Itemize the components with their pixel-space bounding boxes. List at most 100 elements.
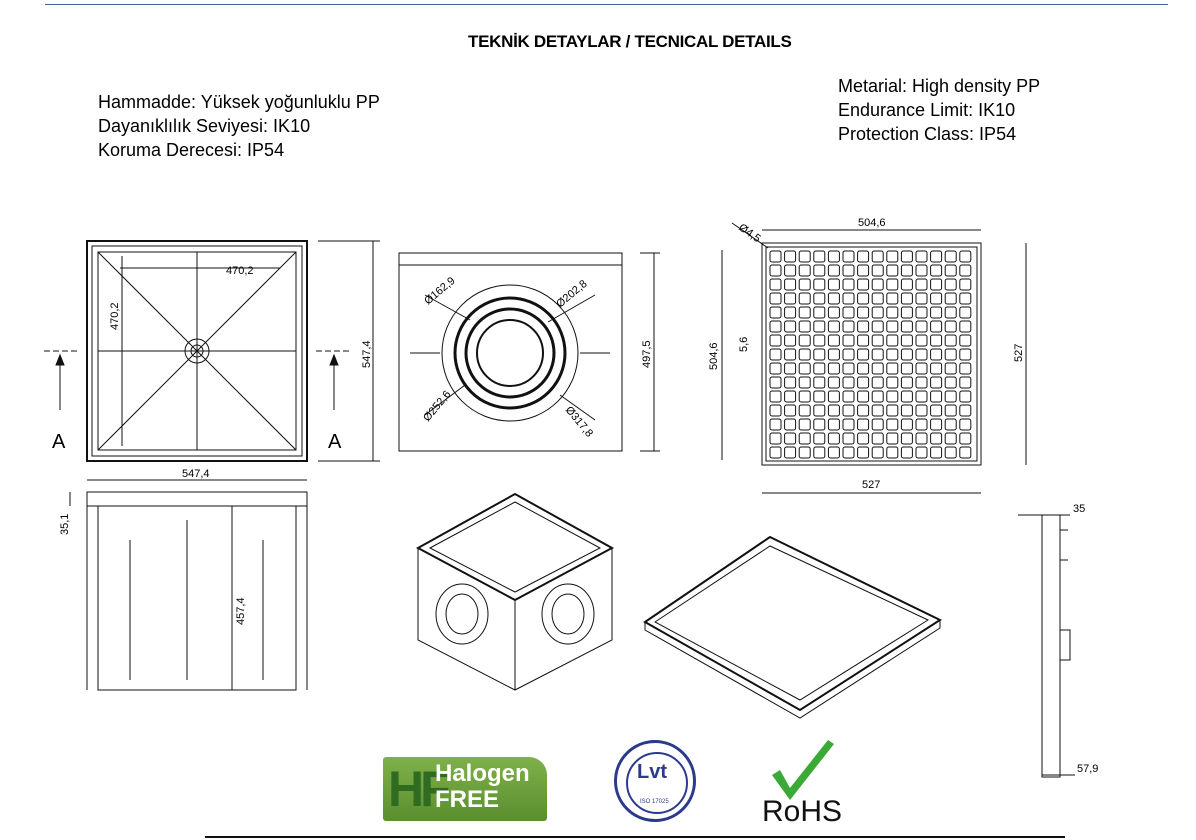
dim-slot: 5,6 xyxy=(738,337,750,352)
dim-outer-width: 547,4 xyxy=(182,468,210,480)
lid-grid-cell xyxy=(857,390,870,403)
lid-grid-cell xyxy=(769,306,782,319)
page-title: TEKNİK DETAYLAR / TECNICAL DETAILS xyxy=(468,32,792,51)
lid-grid-cell xyxy=(784,306,797,319)
lid-grid-cell xyxy=(900,334,913,347)
lid-grid-cell xyxy=(886,250,899,263)
lid-grid-cell xyxy=(944,264,957,277)
lid-grid-cell xyxy=(915,418,928,431)
lid-grid-cell xyxy=(813,250,826,263)
lid-grid-cell xyxy=(827,250,840,263)
lid-grid-cell xyxy=(944,432,957,445)
lid-grid-cell xyxy=(827,348,840,361)
lid-grid-cell xyxy=(813,390,826,403)
lid-grid-cell xyxy=(827,418,840,431)
lid-grid-cell xyxy=(886,404,899,417)
rohs-label: RoHS xyxy=(762,795,843,828)
lid-grid-cell xyxy=(827,376,840,389)
halogen-label: Halogen xyxy=(435,760,530,787)
lid-grid-cell xyxy=(813,446,826,459)
lid-grid-cell xyxy=(798,446,811,459)
lid-grid-cell xyxy=(784,418,797,431)
lvt-mark: Lvt xyxy=(637,761,667,783)
lid-grid-cell xyxy=(959,376,972,389)
lid-grid-cell xyxy=(784,390,797,403)
isometric-lid-drawing xyxy=(643,535,943,719)
lid-grid-cell xyxy=(827,432,840,445)
lid-grid-cell xyxy=(944,292,957,305)
lid-grid-cell xyxy=(827,278,840,291)
lid-grid-cell xyxy=(915,362,928,375)
lid-grid-cell xyxy=(798,306,811,319)
lid-grid-cell xyxy=(915,292,928,305)
lid-grid-cell xyxy=(959,264,972,277)
lid-grid-cell xyxy=(798,250,811,263)
spec-protection-en: Protection Class: IP54 xyxy=(838,124,1017,144)
lid-grid-cell xyxy=(813,278,826,291)
lid-grid-cell xyxy=(959,334,972,347)
lid-grid-cell xyxy=(886,418,899,431)
lid-grid-cell xyxy=(827,404,840,417)
dim-inner-width: 470,2 xyxy=(226,265,254,277)
lid-grid-cell xyxy=(886,320,899,333)
lid-grid-cell xyxy=(959,446,972,459)
lid-grid-cell xyxy=(769,432,782,445)
lid-grid-cell xyxy=(827,362,840,375)
lid-grid-cell xyxy=(842,446,855,459)
dim-lid-top-width: 504,6 xyxy=(858,217,886,229)
lid-grid-cell xyxy=(871,446,884,459)
lid-grid-cell xyxy=(813,306,826,319)
lid-grid-cell xyxy=(871,404,884,417)
lid-grid-cell xyxy=(915,376,928,389)
lid-grid-cell xyxy=(871,292,884,305)
dim-diameter-317: Ø317,8 xyxy=(563,404,595,439)
lid-grid-cell xyxy=(959,362,972,375)
lid-grid-cell xyxy=(900,418,913,431)
lid-grid-cell xyxy=(813,404,826,417)
lid-grid-cell xyxy=(871,362,884,375)
lid-grid-cell xyxy=(813,362,826,375)
lid-grid-cell xyxy=(886,278,899,291)
dim-outer-height: 547,4 xyxy=(361,340,373,368)
lid-grid-cell xyxy=(900,348,913,361)
lid-grid-cell xyxy=(886,348,899,361)
lid-grid-cell xyxy=(930,418,943,431)
lid-grid-cell xyxy=(959,250,972,263)
lid-grid-cell xyxy=(871,390,884,403)
spec-material-en: Metarial: High density PP xyxy=(838,76,1041,96)
lid-grid-cell xyxy=(857,292,870,305)
lid-grid-cell xyxy=(769,320,782,333)
lid-grid-cell xyxy=(930,390,943,403)
dim-lid-right-height: 527 xyxy=(1013,344,1025,362)
lid-grid-cell xyxy=(769,292,782,305)
lid-grid-cell xyxy=(769,362,782,375)
lid-grid-cell xyxy=(915,432,928,445)
lid-grid-cell xyxy=(827,320,840,333)
spec-endurance-tr: Dayanıklılık Seviyesi: IK10 xyxy=(98,116,311,136)
lid-grid-cell xyxy=(842,362,855,375)
lid-grid-cell xyxy=(857,264,870,277)
lid-grid-cell xyxy=(944,390,957,403)
lid-grid-cell xyxy=(915,334,928,347)
lid-grid-cell xyxy=(959,292,972,305)
lid-grid-cell xyxy=(930,250,943,263)
dim-front-height: 497,5 xyxy=(641,340,653,368)
lid-grid-cell xyxy=(769,278,782,291)
lid-grid-cell xyxy=(930,334,943,347)
dim-profile-bottom: 57,9 xyxy=(1077,763,1098,775)
lid-grid-cell xyxy=(813,264,826,277)
lid-grid-cell xyxy=(871,418,884,431)
spec-endurance-en: Endurance Limit: IK10 xyxy=(838,100,1016,120)
lid-grid-cell xyxy=(827,306,840,319)
lid-grid-cell xyxy=(886,334,899,347)
lid-grid-cell xyxy=(842,432,855,445)
lid-grid-cell xyxy=(857,306,870,319)
lid-grid-cell xyxy=(915,446,928,459)
lid-grid-cell xyxy=(857,446,870,459)
section-label-right: A xyxy=(328,431,342,453)
lid-grid-cell xyxy=(769,376,782,389)
lid-grid-cell xyxy=(798,264,811,277)
lid-grid-cell xyxy=(813,376,826,389)
